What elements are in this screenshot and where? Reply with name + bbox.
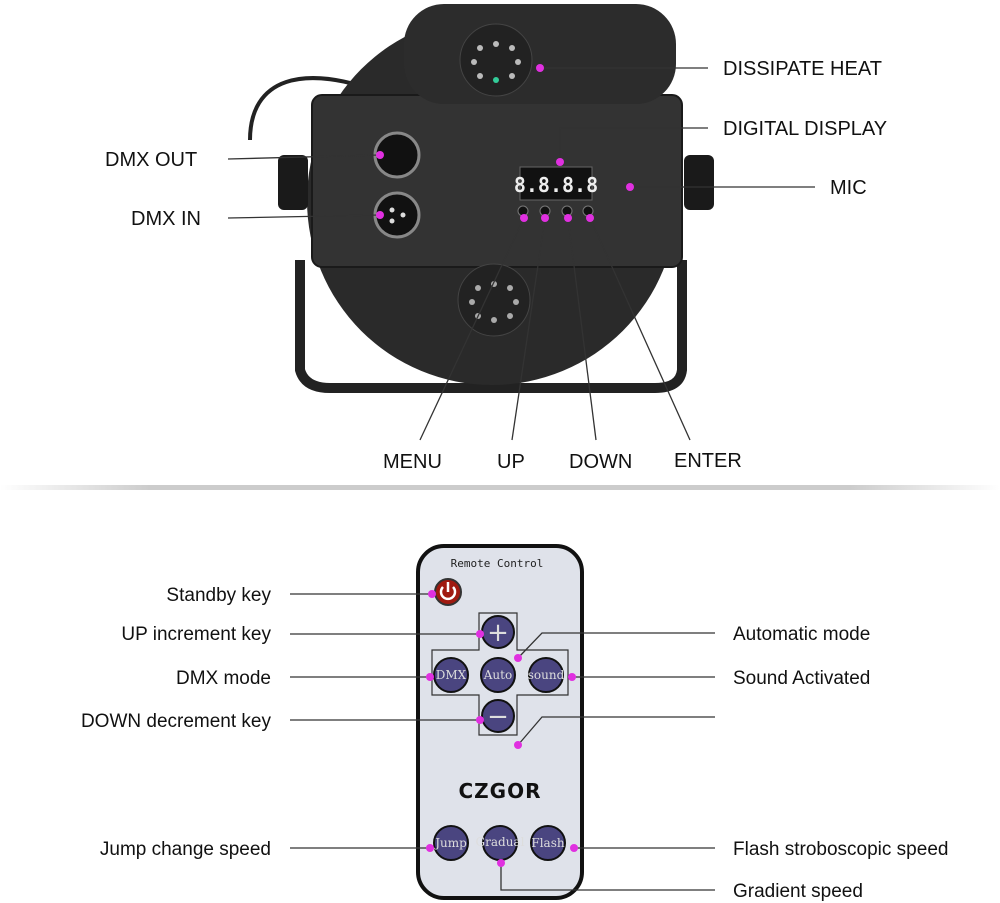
label-flash-speed: Flash stroboscopic speed — [733, 839, 948, 860]
dpad-outline — [431, 612, 569, 736]
jump-button[interactable]: Jump — [433, 825, 469, 861]
label-digital-display: DIGITAL DISPLAY — [723, 118, 887, 140]
auto-button[interactable]: Auto — [480, 657, 516, 693]
fixture-callouts: DISSIPATE HEAT DIGITAL DISPLAY MIC DMX O… — [105, 58, 887, 473]
panel-buttons — [517, 205, 594, 217]
down-decrement-button[interactable]: − — [481, 699, 515, 733]
display-readout: 8.8.8.8 — [514, 173, 598, 197]
label-dissipate-heat: DISSIPATE HEAT — [723, 58, 882, 80]
heat-vent-bottom — [457, 263, 531, 337]
up-increment-button[interactable]: + — [481, 615, 515, 649]
svg-text:Flash: Flash — [531, 836, 564, 850]
power-icon — [439, 586, 457, 601]
light-fixture: 8.8.8.8 — [248, 4, 714, 393]
svg-text:Gradual: Gradual — [476, 835, 525, 849]
bracket — [295, 260, 687, 393]
heat-vent-top — [459, 23, 533, 97]
label-automatic: Automatic mode — [733, 624, 870, 645]
label-up: UP — [497, 451, 525, 473]
label-up-increment: UP increment key — [121, 624, 271, 645]
label-sound-activated: Sound Activated — [733, 668, 870, 689]
top-cap — [404, 4, 676, 104]
dmx-button[interactable]: DMX — [433, 657, 469, 693]
label-dmx-in: DMX IN — [131, 208, 201, 230]
label-mic: MIC — [830, 177, 867, 199]
gradual-button[interactable]: Gradual — [476, 825, 525, 861]
label-menu: MENU — [383, 451, 442, 473]
svg-text:DMX: DMX — [436, 668, 467, 682]
left-knob — [278, 155, 308, 210]
svg-text:+: + — [487, 618, 509, 648]
svg-text:−: − — [487, 702, 509, 732]
remote-title: Remote Control — [451, 557, 544, 570]
label-down-decrement: DOWN decrement key — [81, 711, 272, 732]
label-dmx-mode: DMX mode — [176, 668, 271, 689]
remote-callouts: Standby key UP increment key DMX mode DO… — [81, 585, 949, 902]
label-jump-speed: Jump change speed — [100, 839, 271, 860]
control-panel — [311, 94, 683, 268]
svg-text:sound: sound — [528, 668, 565, 682]
remote-control: Remote Control + − DMX Auto sound CZGOR … — [416, 544, 584, 900]
flash-button[interactable]: Flash — [530, 825, 566, 861]
section-divider — [0, 485, 1000, 490]
sound-button[interactable]: sound — [528, 657, 565, 693]
label-gradient-speed: Gradient speed — [733, 881, 863, 902]
label-standby: Standby key — [166, 585, 271, 606]
vent-holes — [471, 41, 521, 83]
brand-logo: CZGOR — [459, 779, 542, 803]
digital-display — [519, 166, 593, 201]
right-knob — [684, 155, 714, 210]
label-enter: ENTER — [674, 450, 742, 472]
svg-text:Auto: Auto — [483, 668, 512, 682]
label-dmx-out: DMX OUT — [105, 149, 197, 171]
svg-text:Jump: Jump — [433, 836, 467, 850]
label-down: DOWN — [569, 451, 632, 473]
